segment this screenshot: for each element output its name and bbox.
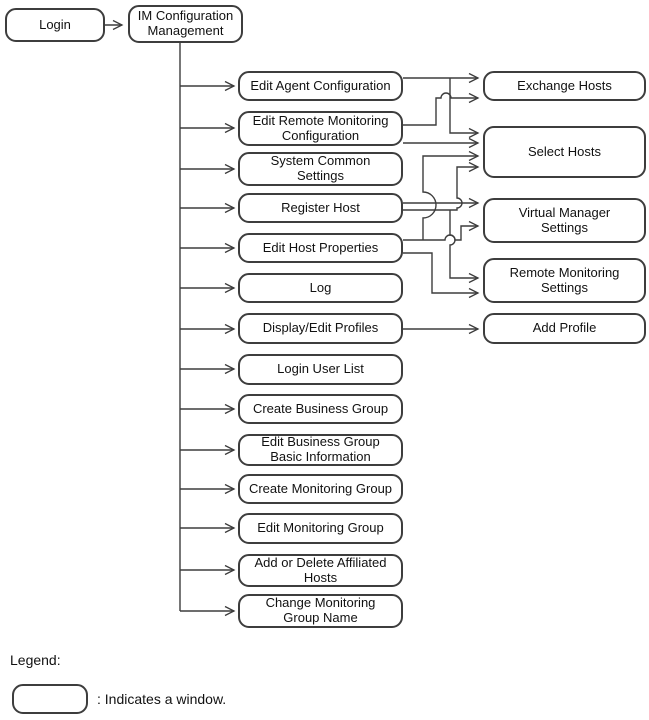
node-edit-monitoring-group: Edit Monitoring Group — [238, 513, 403, 544]
node-add-or-delete-affiliated-hosts: Add or Delete Affiliated Hosts — [238, 554, 403, 587]
node-system-common-settings: System Common Settings — [238, 152, 403, 186]
edge-edit-host-properties-to-remote-monitoring-settings — [403, 252, 480, 299]
node-login-user-list: Login User List — [238, 354, 403, 385]
edge-edit-remote-monitoring-configuration-to-exchange-hosts — [403, 92, 480, 126]
node-edit-business-group-basic-information: Edit Business Group Basic Information — [238, 434, 403, 466]
node-add-profile: Add Profile — [483, 313, 646, 344]
node-login: Login — [5, 8, 105, 42]
node-edit-host-properties: Edit Host Properties — [238, 233, 403, 263]
node-edit-remote-monitoring-configuration: Edit Remote Monitoring Configuration — [238, 111, 403, 146]
legend-heading: Legend: — [10, 652, 61, 668]
node-log: Log — [238, 273, 403, 303]
node-select-hosts: Select Hosts — [483, 126, 646, 178]
edge-edit-host-properties-to-virtual-manager-settings — [403, 220, 480, 241]
edge-register-host-to-remote-monitoring-settings — [449, 210, 480, 284]
node-register-host: Register Host — [238, 193, 403, 223]
legend-window-note: : Indicates a window. — [97, 691, 227, 707]
node-im-configuration-management: IM Configuration Management — [128, 5, 243, 43]
node-create-monitoring-group: Create Monitoring Group — [238, 474, 403, 504]
edge-edit-host-properties-to-select-hosts — [422, 150, 480, 240]
legend-window-sample-box — [12, 684, 88, 714]
edge-register-host-to-select-hosts — [403, 161, 480, 211]
node-remote-monitoring-settings: Remote Monitoring Settings — [483, 258, 646, 303]
node-display-edit-profiles: Display/Edit Profiles — [238, 313, 403, 344]
node-create-business-group: Create Business Group — [238, 394, 403, 424]
node-exchange-hosts: Exchange Hosts — [483, 71, 646, 101]
node-edit-agent-configuration: Edit Agent Configuration — [238, 71, 403, 101]
node-change-monitoring-group-name: Change Monitoring Group Name — [238, 594, 403, 628]
node-virtual-manager-settings: Virtual Manager Settings — [483, 198, 646, 243]
edge-edit-agent-configuration-to-select-hosts — [449, 78, 480, 139]
